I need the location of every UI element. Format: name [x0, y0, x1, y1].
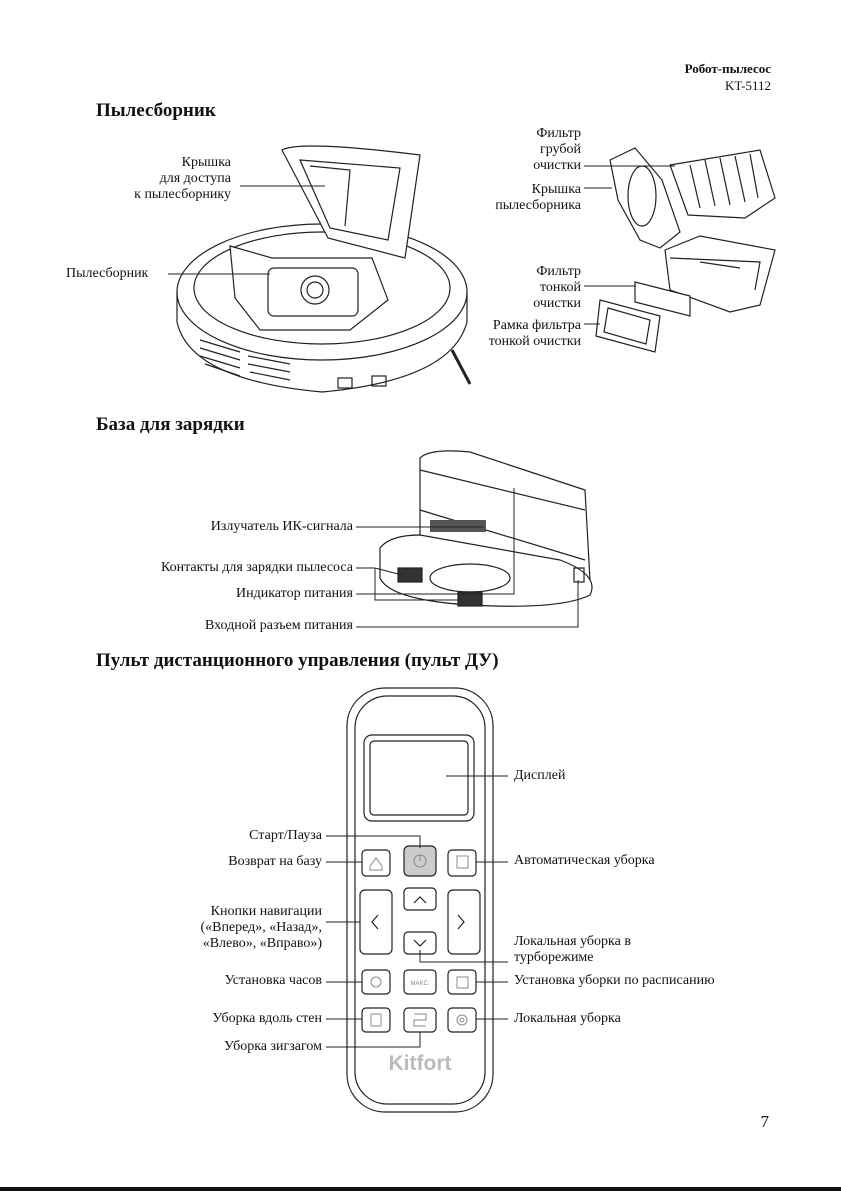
- display-label: Дисплей: [514, 768, 566, 783]
- auto-clean-label: Автоматическая уборка: [514, 853, 655, 868]
- doc-header: Робот-пылесос KT-5112: [685, 60, 771, 94]
- model-number: KT-5112: [725, 78, 771, 93]
- leader-lines: [168, 165, 675, 1048]
- start-pause-label: Старт/Пауза: [249, 828, 322, 843]
- remote-brand-logo: Kitfort: [388, 1052, 452, 1075]
- bottom-rule: [0, 1187, 841, 1191]
- turbo-spot-label: Локальная уборка в турборежиме: [514, 934, 631, 965]
- charging-base-illustration: [379, 450, 593, 607]
- bin-lid-label: Крышка пылесборника: [495, 182, 581, 213]
- coarse-filter-label: Фильтр грубой очистки: [533, 126, 581, 173]
- return-home-label: Возврат на базу: [228, 854, 322, 869]
- section-dust-bin: Пылесборник: [96, 100, 216, 121]
- robot-vacuum-illustration: [176, 145, 472, 393]
- schedule-label: Установка уборки по расписанию: [514, 973, 715, 988]
- nav-buttons-label: Кнопки навигации («Вперед», «Назад», «Вл…: [200, 904, 322, 951]
- power-indicator-label: Индикатор питания: [235, 586, 353, 601]
- remote-illustration: [346, 687, 494, 1113]
- charging-contacts-label: Контакты для зарядки пылесоса: [160, 560, 353, 575]
- section-charging-base: База для зарядки: [96, 414, 245, 435]
- ir-emitter-label: Излучатель ИК-сигнала: [210, 519, 353, 534]
- dust-bin-label: Пылесборник: [66, 266, 149, 281]
- power-input-label: Входной разъем питания: [204, 618, 353, 633]
- fine-frame-label: Рамка фильтра тонкой очистки: [488, 318, 581, 349]
- fine-filter-label: Фильтр тонкой очистки: [533, 264, 581, 311]
- lid-access-label: Крышка для доступа к пылесборнику: [134, 155, 231, 202]
- spot-clean-label: Локальная уборка: [514, 1011, 621, 1026]
- section-remote: Пульт дистанционного управления (пульт Д…: [96, 650, 499, 671]
- page-number: 7: [760, 1112, 770, 1131]
- max-button-label: MAKC.: [410, 981, 430, 987]
- wall-follow-label: Уборка вдоль стен: [212, 1011, 322, 1026]
- dust-bin-exploded-illustration: [595, 147, 776, 353]
- zigzag-label: Уборка зигзагом: [224, 1039, 322, 1054]
- product-title: Робот-пылесос: [684, 61, 771, 76]
- clock-set-label: Установка часов: [224, 973, 322, 988]
